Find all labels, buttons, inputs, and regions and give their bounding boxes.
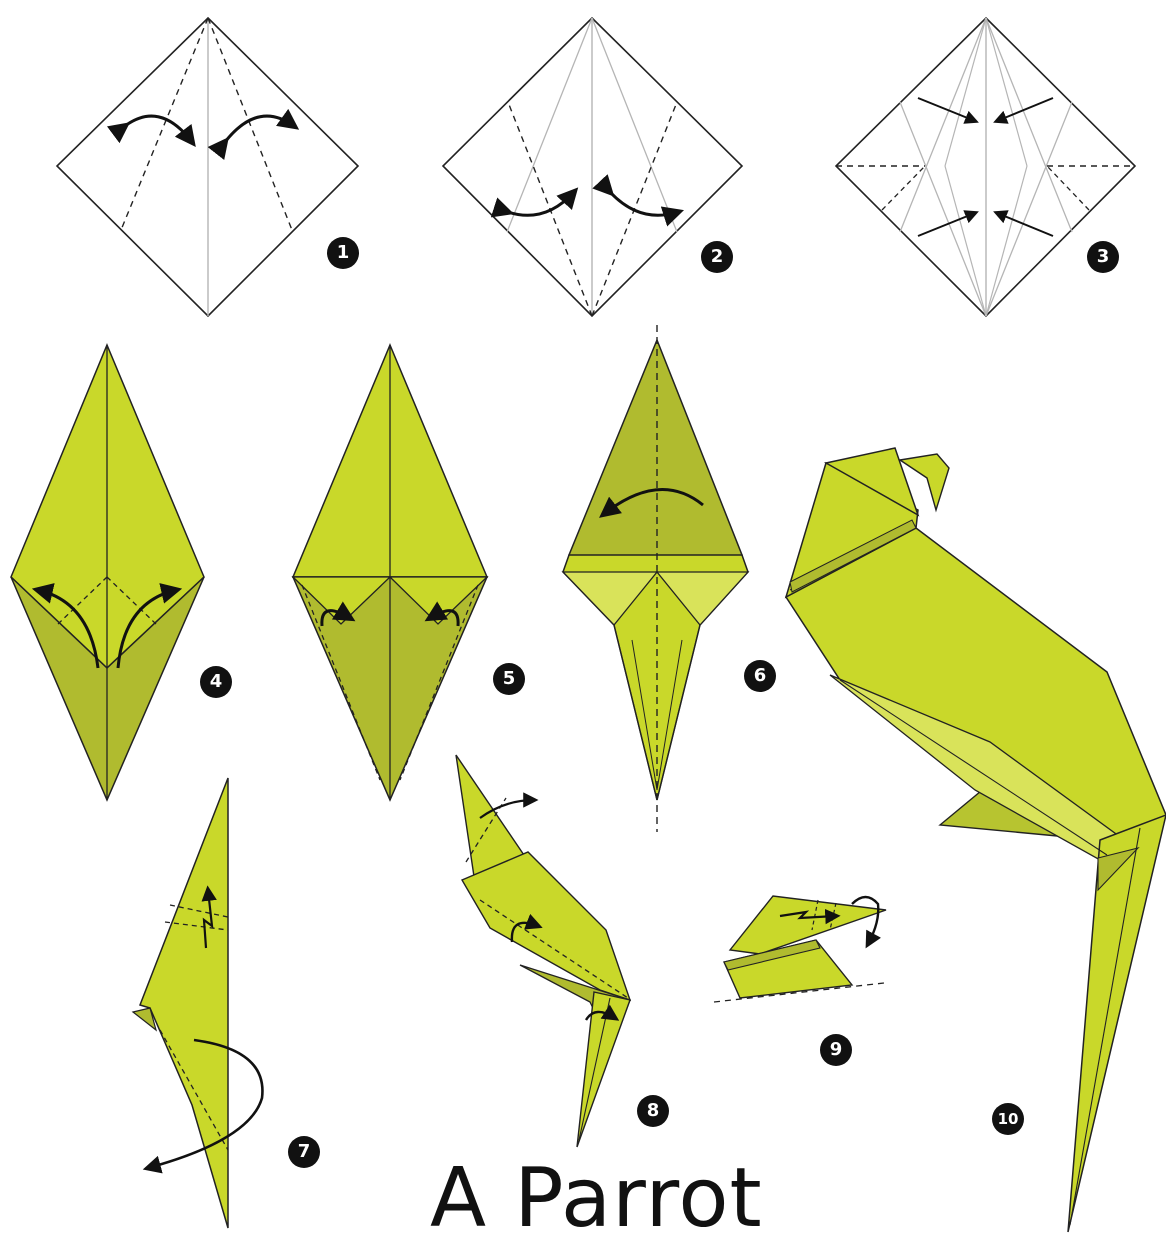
step-9-diagram (714, 896, 886, 1002)
top-flap (569, 340, 742, 575)
step-4-diagram (11, 345, 204, 800)
step-number-8-badge: 8 (637, 1095, 669, 1127)
step-number-6-badge: 6 (744, 660, 776, 692)
diagram-title: A Parrot (430, 1158, 763, 1240)
step-7-diagram (133, 778, 262, 1228)
step-number-7-badge: 7 (288, 1136, 320, 1168)
step-number-2-badge: 2 (701, 241, 733, 273)
step-number-3-badge: 3 (1087, 241, 1119, 273)
step-number-5-badge: 5 (493, 663, 525, 695)
step-6-diagram (563, 325, 748, 832)
step-8-diagram (456, 755, 630, 1147)
step-1-diagram (57, 18, 358, 316)
folded-body (140, 778, 228, 1228)
step-number-4-badge: 4 (200, 666, 232, 698)
step-2-diagram (443, 18, 742, 316)
step-10-diagram (786, 448, 1166, 1232)
step-number-10-badge: 10 (992, 1103, 1024, 1135)
step-number-1-badge: 1 (327, 237, 359, 269)
step-number-9-badge: 9 (820, 1034, 852, 1066)
step-5-diagram (293, 345, 487, 800)
step-3-diagram (836, 18, 1135, 316)
tail (577, 992, 630, 1147)
parrot-tail (1068, 815, 1166, 1232)
